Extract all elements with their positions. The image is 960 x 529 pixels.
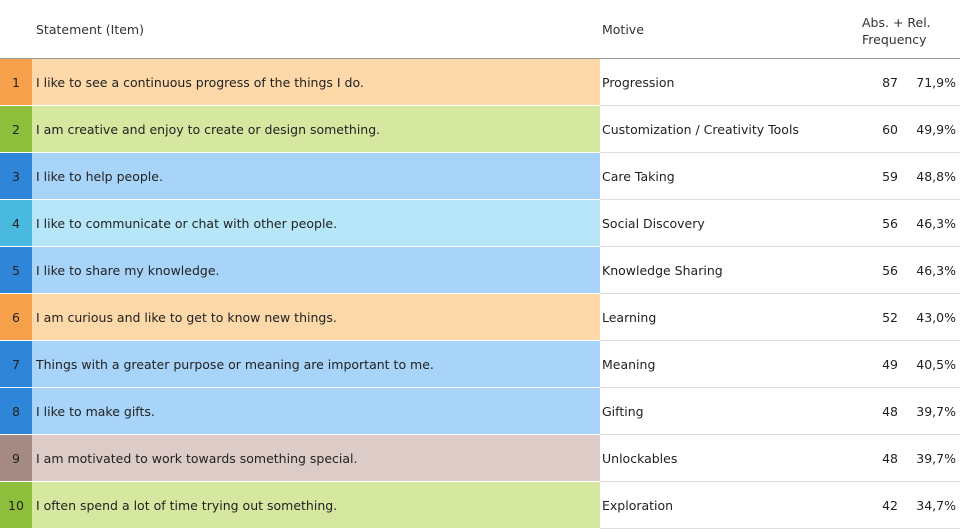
statement-cell: I like to share my knowledge. xyxy=(32,247,600,293)
row-number: 7 xyxy=(0,341,32,387)
relative-frequency: 40,5% xyxy=(916,356,956,372)
statement-text: I am curious and like to get to know new… xyxy=(36,309,337,325)
column-header-frequency: Abs. + Rel. Frequency xyxy=(862,14,942,48)
absolute-frequency: 48 xyxy=(882,403,898,419)
table-header: Statement (Item) Motive Abs. + Rel. Freq… xyxy=(0,0,960,59)
statement-cell: I like to communicate or chat with other… xyxy=(32,200,600,246)
motive-cell: Gifting xyxy=(602,403,644,419)
statement-cell: I like to make gifts. xyxy=(32,388,600,434)
statement-text: I like to share my knowledge. xyxy=(36,262,220,278)
absolute-frequency: 52 xyxy=(882,309,898,325)
statement-cell: I am motivated to work towards something… xyxy=(32,435,600,481)
relative-frequency: 49,9% xyxy=(916,121,956,137)
row-divider xyxy=(600,434,960,435)
motive-cell: Exploration xyxy=(602,497,674,513)
statement-text: I often spend a lot of time trying out s… xyxy=(36,497,338,513)
row-number: 1 xyxy=(0,59,32,105)
statement-cell: I like to see a continuous progress of t… xyxy=(32,59,600,105)
motive-cell: Social Discovery xyxy=(602,215,705,231)
statement-text: I like to make gifts. xyxy=(36,403,155,419)
statement-cell: I like to help people. xyxy=(32,153,600,199)
row-number: 6 xyxy=(0,294,32,340)
motive-cell: Knowledge Sharing xyxy=(602,262,723,278)
statement-cell: Things with a greater purpose or meaning… xyxy=(32,341,600,387)
motive-cell: Meaning xyxy=(602,356,656,372)
relative-frequency: 43,0% xyxy=(916,309,956,325)
row-divider xyxy=(600,246,960,247)
relative-frequency: 48,8% xyxy=(916,168,956,184)
statement-text: I am creative and enjoy to create or des… xyxy=(36,121,381,137)
row-number: 4 xyxy=(0,200,32,246)
statement-cell: I often spend a lot of time trying out s… xyxy=(32,482,600,528)
relative-frequency: 46,3% xyxy=(916,262,956,278)
absolute-frequency: 49 xyxy=(882,356,898,372)
relative-frequency: 46,3% xyxy=(916,215,956,231)
row-divider xyxy=(600,293,960,294)
statement-text: I like to communicate or chat with other… xyxy=(36,215,338,231)
motive-cell: Care Taking xyxy=(602,168,675,184)
column-header-frequency-line1: Abs. + Rel. xyxy=(862,15,931,30)
statement-cell: I am curious and like to get to know new… xyxy=(32,294,600,340)
row-divider xyxy=(600,105,960,106)
statement-text: Things with a greater purpose or meaning… xyxy=(36,356,434,372)
absolute-frequency: 87 xyxy=(882,74,898,90)
absolute-frequency: 48 xyxy=(882,450,898,466)
absolute-frequency: 56 xyxy=(882,215,898,231)
motive-cell: Unlockables xyxy=(602,450,678,466)
row-number: 9 xyxy=(0,435,32,481)
motive-cell: Learning xyxy=(602,309,657,325)
relative-frequency: 39,7% xyxy=(916,450,956,466)
relative-frequency: 39,7% xyxy=(916,403,956,419)
statement-text: I like to see a continuous progress of t… xyxy=(36,74,364,90)
row-divider xyxy=(600,199,960,200)
motive-cell: Progression xyxy=(602,74,675,90)
row-divider xyxy=(600,340,960,341)
row-number: 2 xyxy=(0,106,32,152)
statement-text: I like to help people. xyxy=(36,168,163,184)
column-header-frequency-line2: Frequency xyxy=(862,32,927,47)
relative-frequency: 71,9% xyxy=(916,74,956,90)
column-header-motive: Motive xyxy=(602,22,644,37)
row-divider xyxy=(600,152,960,153)
motive-cell: Customization / Creativity Tools xyxy=(602,121,799,137)
statement-cell: I am creative and enjoy to create or des… xyxy=(32,106,600,152)
statement-text: I am motivated to work towards something… xyxy=(36,450,358,466)
row-number: 5 xyxy=(0,247,32,293)
row-number: 8 xyxy=(0,388,32,434)
row-number: 3 xyxy=(0,153,32,199)
row-divider xyxy=(600,481,960,482)
absolute-frequency: 59 xyxy=(882,168,898,184)
absolute-frequency: 60 xyxy=(882,121,898,137)
column-header-statement: Statement (Item) xyxy=(36,22,144,37)
row-divider xyxy=(600,387,960,388)
relative-frequency: 34,7% xyxy=(916,497,956,513)
row-number: 10 xyxy=(0,482,32,528)
absolute-frequency: 42 xyxy=(882,497,898,513)
absolute-frequency: 56 xyxy=(882,262,898,278)
